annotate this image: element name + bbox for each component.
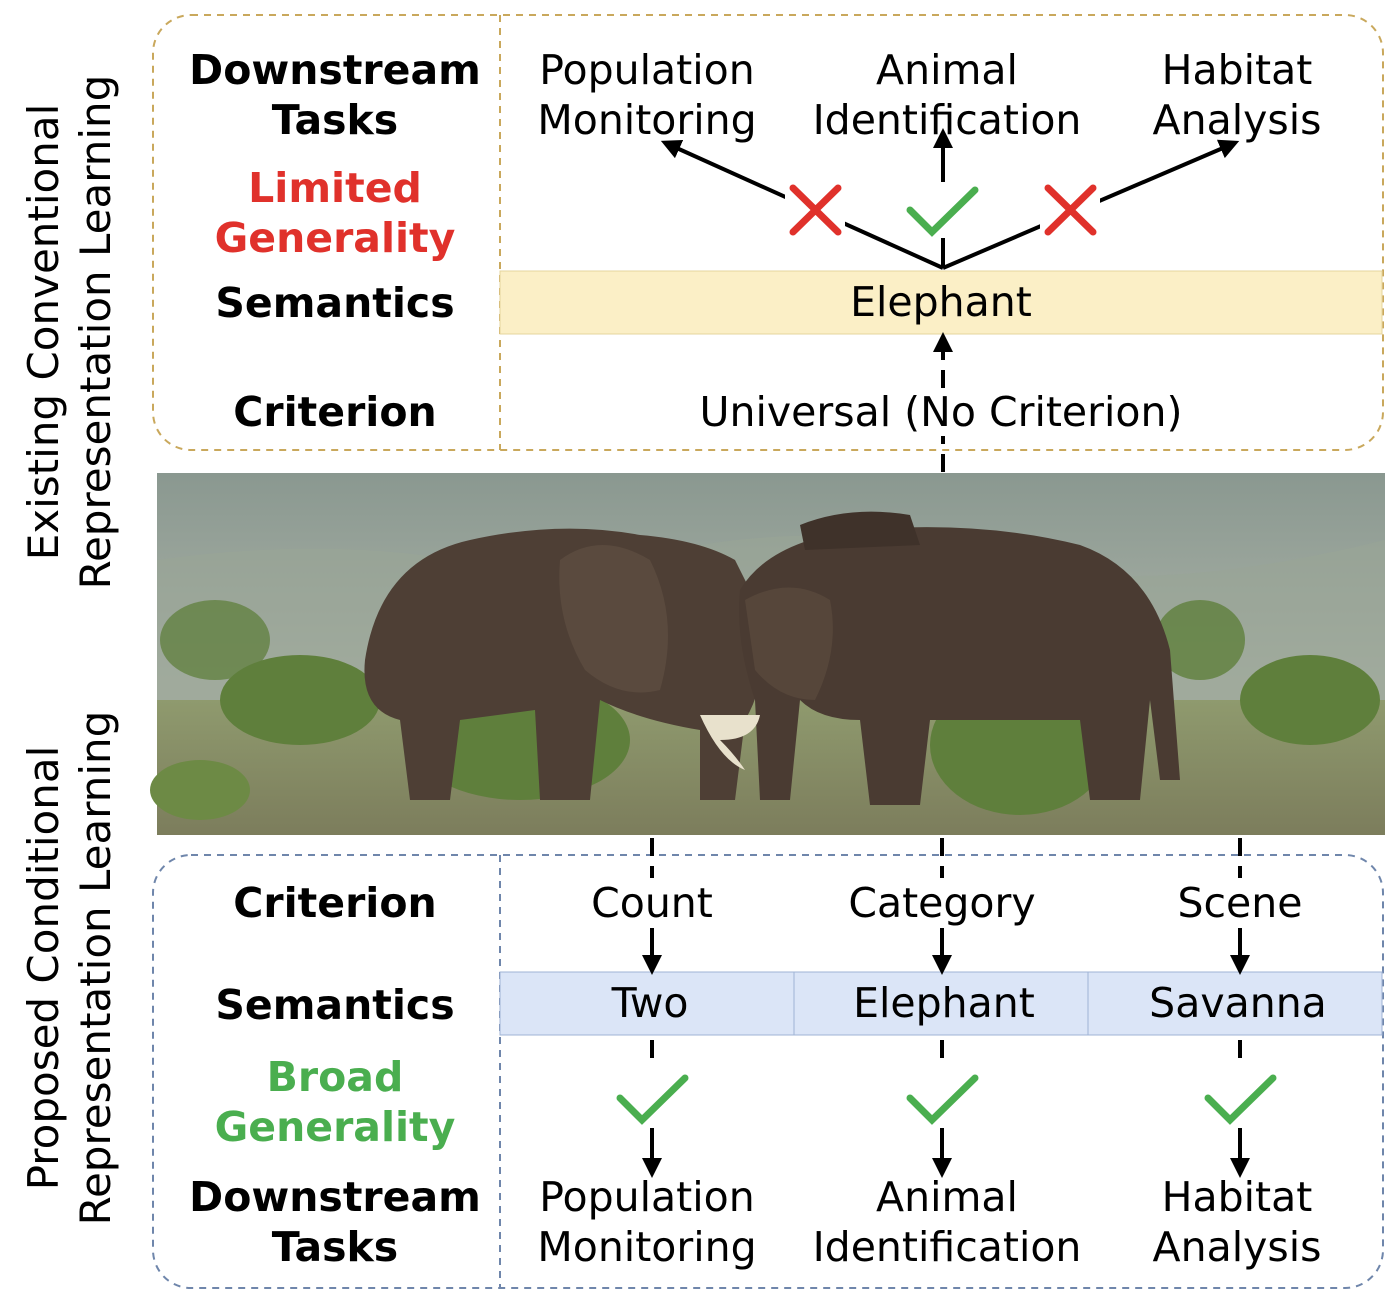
tusk — [700, 715, 760, 770]
broad-generality-label: Broad Generality — [214, 1053, 456, 1151]
bottom-marks — [616, 1074, 1277, 1125]
semantic-savanna: Savanna — [1149, 979, 1327, 1027]
elephant-photo — [150, 473, 1385, 835]
top-semantic-band — [499, 270, 1383, 335]
top-task-population: Population Monitoring — [537, 46, 757, 144]
limited-generality-label: Limited Generality — [214, 164, 456, 262]
check-icon — [616, 1074, 689, 1125]
cross-icon — [789, 184, 842, 236]
top-section-box — [152, 14, 1384, 451]
check-icon — [1204, 1074, 1277, 1125]
top-semantics-label: Semantics — [215, 279, 455, 327]
bottom-downstream-label: Downstream Tasks — [189, 1173, 481, 1271]
top-task-habitat: Habitat Analysis — [1152, 46, 1322, 144]
bottom-task-habitat: Habitat Analysis — [1152, 1173, 1322, 1271]
check-icon — [906, 186, 979, 237]
cross-icon — [1044, 184, 1097, 236]
elephant-right — [739, 511, 1180, 805]
top-downstream-label: Downstream Tasks — [189, 46, 481, 144]
top-task-identification: Animal Identification — [812, 46, 1082, 144]
criterion-count: Count — [591, 879, 713, 927]
bottom-section-box — [152, 854, 1384, 1289]
bottom-task-identification: Animal Identification — [812, 1173, 1082, 1271]
bottom-semantic-cell-1 — [499, 971, 795, 1036]
criterion-scene: Scene — [1177, 879, 1303, 927]
bottom-arrows — [642, 838, 1250, 1178]
bottom-task-population: Population Monitoring — [537, 1173, 757, 1271]
semantic-elephant: Elephant — [853, 979, 1035, 1027]
semantic-two: Two — [611, 979, 689, 1027]
elephant-left — [364, 528, 763, 800]
bottom-criterion-label: Criterion — [233, 879, 437, 927]
top-marks — [785, 182, 1100, 238]
bottom-semantics-label: Semantics — [215, 981, 455, 1029]
bottom-semantic-cell-3 — [1087, 971, 1383, 1036]
top-semantic-value: Elephant — [850, 278, 1032, 326]
check-icon — [906, 1074, 979, 1125]
criterion-category: Category — [848, 879, 1036, 927]
top-criterion-value: Universal (No Criterion) — [697, 388, 1185, 436]
top-criterion-label: Criterion — [233, 388, 437, 436]
